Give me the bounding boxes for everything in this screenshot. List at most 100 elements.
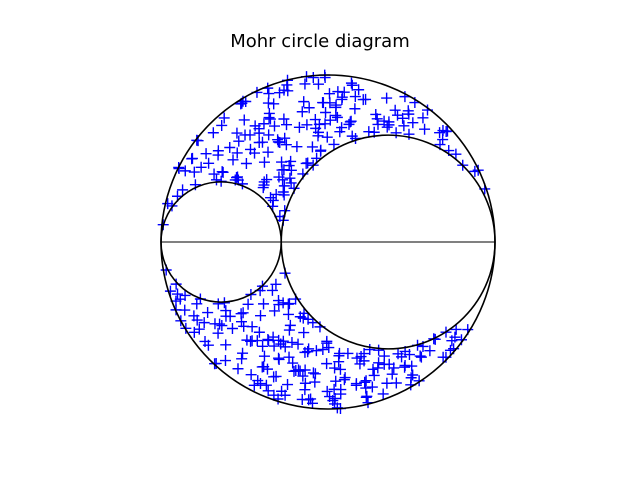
scatter-point: [334, 363, 346, 375]
scatter-point: [208, 168, 220, 180]
scatter-point: [377, 388, 389, 400]
scatter-point: [389, 104, 401, 116]
scatter-point: [366, 381, 378, 393]
scatter-point: [177, 184, 189, 196]
scatter-point: [240, 158, 252, 170]
scatter-point: [272, 295, 284, 307]
scatter-point: [363, 126, 375, 138]
scatter-point: [170, 278, 182, 290]
scatter-point: [164, 285, 176, 297]
scatter-point: [270, 188, 282, 200]
scatter-point: [367, 363, 379, 375]
scatter-point: [237, 307, 249, 319]
scatter-point: [249, 147, 261, 159]
scatter-point: [191, 134, 203, 146]
scatter-point: [284, 319, 296, 331]
scatter-point: [265, 192, 277, 204]
scatter-point: [350, 379, 362, 391]
scatter-point: [370, 108, 382, 120]
scatter-point: [277, 186, 289, 198]
scatter-point: [272, 136, 284, 148]
scatter-point: [270, 370, 282, 382]
scatter-point: [267, 331, 279, 343]
scatter-point: [390, 127, 402, 139]
scatter-point: [268, 389, 280, 401]
scatter-point: [331, 111, 343, 123]
scatter-point: [179, 304, 191, 316]
scatter-point: [278, 180, 290, 192]
scatter-point: [315, 145, 327, 157]
scatter-point: [270, 278, 282, 290]
scatter-point: [246, 321, 258, 333]
scatter-point: [320, 107, 332, 119]
scatter-point: [330, 375, 342, 387]
scatter-point: [233, 135, 245, 147]
scatter-point: [407, 117, 419, 129]
scatter-point: [450, 323, 462, 335]
scatter-point: [275, 338, 287, 350]
scatter-point: [266, 284, 278, 296]
scatter-point: [255, 310, 267, 322]
scatter-point: [220, 339, 232, 351]
scatter-point: [450, 148, 462, 160]
scatter-point: [381, 121, 393, 133]
scatter-point: [398, 120, 410, 132]
scatter-point: [338, 374, 350, 386]
scatter-point: [353, 84, 365, 96]
scatter-point: [449, 331, 461, 343]
scatter-point: [419, 123, 431, 135]
scatter-point: [339, 372, 351, 384]
scatter-point: [236, 353, 248, 365]
scatter-point: [179, 165, 191, 177]
scatter-point: [307, 367, 319, 379]
scatter-point: [269, 305, 281, 317]
scatter-point: [173, 163, 185, 175]
scatter-point: [258, 298, 270, 310]
scatter-point: [262, 385, 274, 397]
scatter-point: [217, 166, 229, 178]
scatter-point: [434, 127, 446, 139]
scatter-point: [276, 156, 288, 168]
scatter-point: [415, 351, 427, 363]
scatter-point: [277, 335, 289, 347]
scatter-point: [262, 333, 274, 345]
scatter-point: [437, 134, 449, 146]
scatter-point: [219, 355, 231, 367]
scatter-point: [287, 357, 299, 369]
scatter-point: [218, 112, 230, 124]
scatter-point: [297, 312, 309, 324]
scatter-point: [253, 326, 265, 338]
scatter-point: [321, 385, 333, 397]
scatter-point: [301, 119, 313, 131]
scatter-point: [269, 120, 281, 132]
scatter-point: [329, 362, 341, 374]
scatter-point: [268, 340, 280, 352]
scatter-point: [323, 342, 335, 354]
scatter-point: [193, 323, 205, 335]
scatter-point: [413, 375, 425, 387]
scatter-point: [345, 77, 357, 89]
scatter-point: [257, 182, 269, 194]
scatter-point: [268, 98, 280, 110]
chart-title: Mohr circle diagram: [230, 31, 410, 52]
scatter-point: [237, 347, 249, 359]
scatter-point: [285, 177, 297, 189]
scatter-point: [245, 369, 257, 381]
scatter-point: [281, 119, 293, 131]
scatter-point: [238, 114, 250, 126]
scatter-point: [440, 126, 452, 138]
scatter-point: [203, 157, 215, 169]
scatter-point: [386, 368, 398, 380]
scatter-point: [309, 368, 321, 380]
scatter-point: [368, 369, 380, 381]
scatter-point: [299, 78, 311, 90]
scatter-point: [392, 109, 404, 121]
scatter-point: [321, 131, 333, 143]
scatter-point: [407, 369, 419, 381]
scatter-point: [299, 377, 311, 389]
scatter-point: [317, 97, 329, 109]
scatter-point: [312, 130, 324, 142]
scatter-point: [328, 138, 340, 150]
scatter-point: [288, 365, 300, 377]
circle-geometry: [160, 74, 496, 410]
